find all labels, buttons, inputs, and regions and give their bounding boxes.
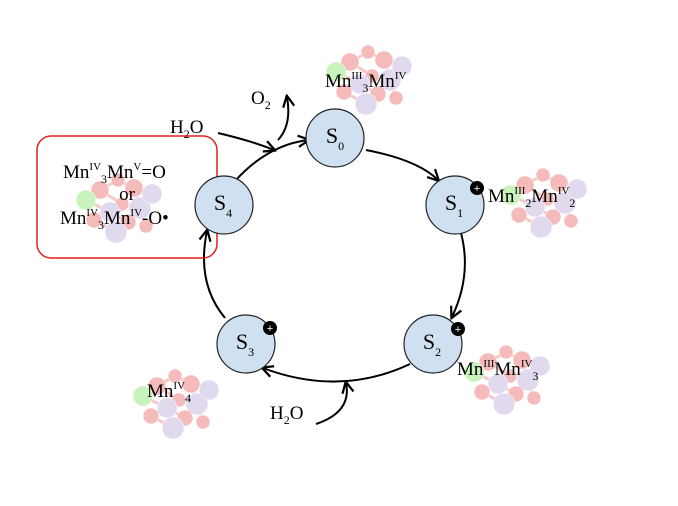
arrow-oxygen-out [277,97,288,141]
charge-badge-s3 [263,321,277,335]
state-s2-sub: 2 [435,345,441,359]
arrow-water-bottom-in [315,383,347,425]
oxidation-s0: MnIII3MnIV [325,70,406,95]
oxidation-s1: MnIII2MnIV2 [488,185,575,210]
state-s4-label: S [214,190,226,215]
arrow-s4-to-s0 [235,140,308,181]
charge-s3: + [267,323,273,335]
cluster-s1 [500,167,588,239]
charge-badge-s1 [470,181,484,195]
water-top-label: H2O [170,117,203,141]
oxidation-s2: MnIIIMnIV3 [457,358,538,383]
svg-text:S3: S3 [236,329,254,359]
oxidation-s3: MnIV4 [147,380,191,405]
arrow-s0-to-s1 [365,149,438,180]
state-s1-label: S [445,190,457,215]
cluster-s4 [75,172,163,244]
state-s1: S1 + [425,175,485,235]
arrow-s2-to-s3 [263,363,411,383]
state-s3-label: S [236,329,248,354]
svg-text:S0: S0 [326,123,344,153]
state-s2: S2 + [403,314,465,374]
cycle-arrows [204,97,466,425]
oxidation-s4-line1: MnIV3MnV=O [63,161,166,186]
arrow-s3-to-s4 [204,231,226,319]
charge-badge-s2 [451,322,465,336]
svg-text:S4: S4 [214,190,232,220]
state-s2-label: S [423,329,435,354]
svg-text:S2: S2 [423,329,441,359]
state-s0: S0 [305,108,365,168]
svg-text:S1: S1 [445,190,463,220]
state-s0-label: S [326,123,338,148]
cluster-s0 [325,44,413,116]
state-s3: S3 + [216,314,277,374]
charge-s1: + [474,183,480,195]
arrow-s1-to-s2 [452,232,466,317]
cluster-s2 [463,344,551,416]
state-s4-sub: 4 [226,206,232,220]
state-s4: S4 [194,175,254,235]
oxidation-s4-line2: MnIV3MnIV-O• [60,207,169,232]
oxidation-s4-or: or [119,184,136,205]
state-s0-sub: 0 [338,139,344,153]
arrow-water-top-in [217,132,274,150]
cluster-s3 [132,368,220,440]
water-bottom-label: H2O [270,403,303,427]
oxygen-label: O2 [251,88,271,112]
state-s3-sub: 3 [248,345,254,359]
charge-s2: + [455,324,461,336]
state-s1-sub: 1 [457,206,463,220]
mn-cluster-illustrations [75,44,588,440]
